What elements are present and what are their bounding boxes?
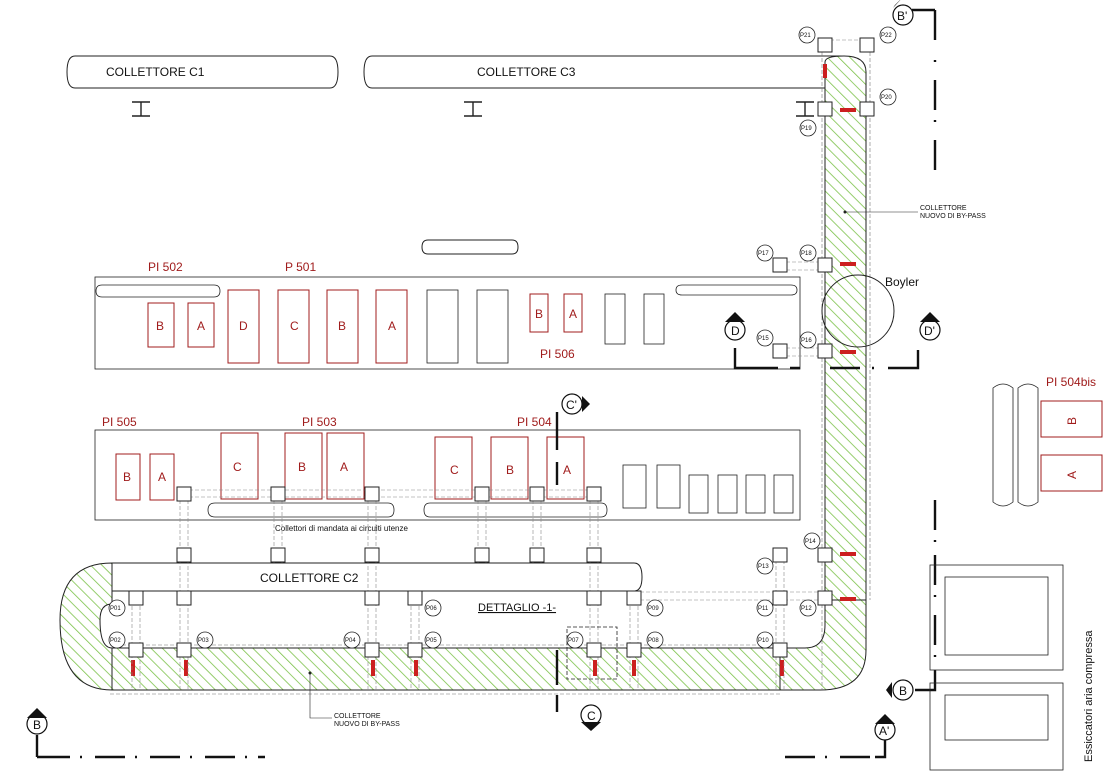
pi504-c: C (450, 463, 459, 477)
group-pi506: PI 506 (540, 347, 575, 361)
section-arrows (27, 0, 940, 731)
collettore-c3-label: COLLETTORE C3 (477, 65, 576, 79)
pi504-b: B (506, 463, 514, 477)
pi503-a: A (340, 460, 348, 474)
bypass-right-line1: COLLETTORE (920, 205, 967, 212)
bypass-right-line2: NUOVO DI BY-PASS (920, 213, 986, 220)
group-pi502: PI 502 (148, 260, 183, 274)
point-p02: P02 (110, 638, 121, 644)
top-tank (421, 239, 519, 255)
point-p05: P05 (426, 638, 437, 644)
point-p17: P17 (758, 251, 769, 257)
boyler: Boyler (821, 274, 919, 348)
point-p09: P09 (648, 606, 659, 612)
section-lines (35, 8, 937, 759)
section-b-prime: B' (897, 9, 907, 23)
group-pi504bis: PI 504bis (1046, 375, 1096, 389)
section-a-prime: A' (879, 724, 889, 738)
essiccatori-label: Essiccatori aria compressa (1083, 630, 1095, 762)
point-p07: P07 (568, 638, 579, 644)
bypass-bottom-line2: NUOVO DI BY-PASS (334, 721, 400, 728)
bypass-collector (59, 40, 871, 695)
point-p06: P06 (426, 606, 437, 612)
section-c-prime: C' (566, 398, 577, 412)
group-p501: P 501 (285, 260, 316, 274)
section-d: D (731, 324, 740, 338)
pipe-supports (128, 37, 875, 658)
pi506-b: B (535, 307, 543, 321)
section-labels: B' B B A' C' C D D' (33, 9, 935, 738)
essiccatori: Essiccatori aria compressa (929, 564, 1095, 771)
collettore-c2: COLLETTORE C2 (112, 562, 643, 592)
dettaglio-label: DETTAGLIO -1- (478, 602, 556, 614)
vertical-pipes (131, 39, 870, 690)
point-p22: P22 (881, 33, 892, 39)
point-markers (108, 26, 897, 649)
pi504bis: PI 504bis B A (992, 375, 1103, 507)
dettaglio-1: DETTAGLIO -1- (478, 602, 618, 680)
point-p21: P21 (800, 33, 811, 39)
point-p08: P08 (648, 638, 659, 644)
upper-block: PI 502 P 501 PI 506 B A D C B A B A (94, 260, 801, 370)
lower-block: PI 505 PI 503 PI 504 B A C B A C B A C (94, 415, 801, 533)
point-p10: P10 (758, 638, 769, 644)
collettore-c1: COLLETTORE C1 (66, 55, 339, 89)
pi505-b: B (123, 470, 131, 484)
section-markers (26, 4, 941, 741)
section-d-prime: D' (924, 324, 935, 338)
group-pi504: PI 504 (517, 415, 552, 429)
pi502-a: A (197, 319, 205, 333)
pi505-a: A (158, 470, 166, 484)
pi502-b: B (156, 319, 164, 333)
collettore-c2-label: COLLETTORE C2 (260, 571, 359, 585)
p501-a: A (388, 319, 396, 333)
pi504bis-a: A (1065, 471, 1079, 479)
boyler-label: Boyler (885, 275, 919, 289)
section-c: C (587, 709, 596, 723)
bypass-labels: COLLETTORE NUOVO DI BY-PASS COLLETTORE N… (308, 205, 986, 728)
support-symbols (132, 101, 814, 117)
point-p18: P18 (801, 251, 812, 257)
group-pi503: PI 503 (302, 415, 337, 429)
point-labels: P01 P02 P03 P04 P05 P06 P07 P08 P09 P10 … (110, 33, 892, 644)
point-p04: P04 (345, 638, 356, 644)
collettore-c3: COLLETTORE C3 (363, 55, 849, 89)
red-valves (131, 64, 856, 676)
pi506-a: A (569, 307, 577, 321)
point-p11: P11 (758, 606, 769, 612)
pi504-a: A (563, 463, 571, 477)
point-p20: P20 (881, 95, 892, 101)
point-p14: P14 (805, 539, 816, 545)
section-b-right: B (899, 684, 907, 698)
group-pi505: PI 505 (102, 415, 137, 429)
pi503-c: C (233, 460, 242, 474)
p501-c: C (290, 319, 299, 333)
p501-d: D (239, 319, 248, 333)
pi503-b: B (298, 460, 306, 474)
point-p01: P01 (110, 606, 121, 612)
point-p15: P15 (758, 336, 769, 342)
collettore-c1-label: COLLETTORE C1 (106, 65, 205, 79)
point-p13: P13 (758, 564, 769, 570)
pi504bis-b: B (1065, 417, 1079, 425)
point-p03: P03 (198, 638, 209, 644)
mandata-label: Collettori di mandata ai circuiti utenze (275, 524, 409, 533)
point-p16: P16 (801, 338, 812, 344)
point-p19: P19 (801, 126, 812, 132)
bypass-bottom-line1: COLLETTORE (334, 713, 381, 720)
p501-b: B (338, 319, 346, 333)
point-p12: P12 (801, 606, 812, 612)
section-b-left: B (33, 718, 41, 732)
